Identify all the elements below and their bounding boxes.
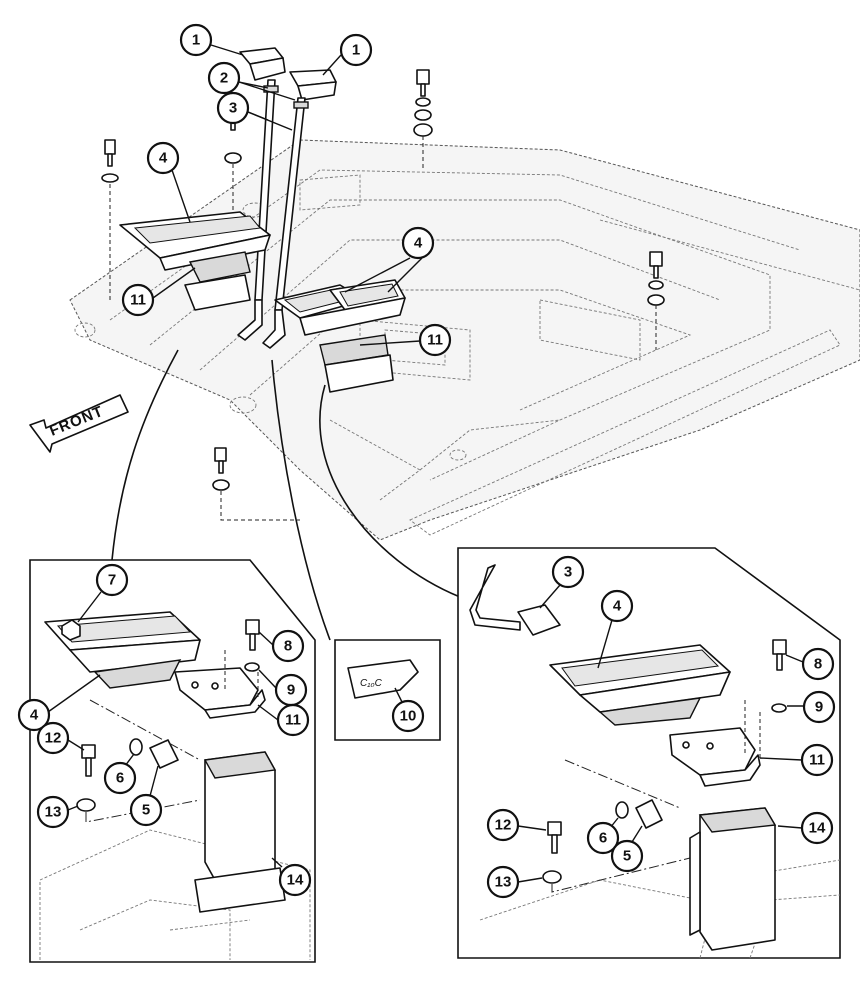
svg-text:4: 4: [414, 235, 423, 252]
callout-1-left: 1: [179, 23, 244, 57]
svg-text:4: 4: [159, 150, 168, 167]
svg-text:6: 6: [116, 770, 124, 787]
left-pedal-floor: [119, 211, 271, 311]
bracket-marking: C₁₀C: [360, 678, 383, 689]
svg-text:13: 13: [45, 804, 62, 821]
svg-text:5: 5: [623, 848, 631, 865]
callout-9-right: 9: [787, 690, 836, 724]
callout-3-top: 3: [216, 91, 293, 131]
svg-text:10: 10: [400, 708, 417, 725]
detail-view-right: [457, 547, 841, 959]
svg-text:6: 6: [599, 830, 607, 847]
callout-4-right: 4: [597, 589, 634, 669]
front-direction-arrow: FRONT: [29, 394, 129, 453]
callout-balloons: 1 1 2 3 4 11 4 11: [17, 23, 836, 899]
callout-5-left: 5: [129, 765, 163, 827]
callout-2: 2: [207, 61, 296, 101]
callout-4-top-center: 4: [344, 226, 435, 293]
callout-1-right: 1: [322, 33, 373, 76]
callout-12-left: 12: [36, 721, 85, 755]
svg-text:11: 11: [427, 332, 443, 349]
svg-text:3: 3: [229, 100, 237, 117]
svg-text:9: 9: [287, 682, 295, 699]
center-pedals-floor: [274, 279, 406, 393]
svg-text:4: 4: [613, 598, 622, 615]
callout-5-right: 5: [610, 825, 644, 873]
callout-6-left: 6: [103, 753, 137, 795]
detail-connector-curves: [111, 349, 461, 641]
detail-view-center: C₁₀C: [334, 639, 441, 741]
svg-text:9: 9: [815, 699, 823, 716]
callout-3-right: 3: [539, 555, 585, 609]
callout-13-right: 13: [486, 865, 543, 899]
svg-text:11: 11: [130, 292, 146, 309]
callout-8-left: 8: [258, 629, 305, 663]
svg-text:4: 4: [30, 707, 39, 724]
svg-text:8: 8: [814, 656, 822, 673]
svg-text:2: 2: [220, 70, 228, 87]
svg-text:11: 11: [809, 752, 825, 769]
callout-8-right: 8: [785, 647, 835, 681]
svg-text:8: 8: [284, 638, 292, 655]
callout-4-top-left: 4: [146, 141, 191, 223]
svg-text:3: 3: [564, 564, 572, 581]
callout-13-left: 13: [36, 795, 79, 829]
svg-text:13: 13: [495, 874, 512, 891]
callout-12-right: 12: [486, 808, 547, 842]
svg-text:12: 12: [495, 817, 512, 834]
svg-text:14: 14: [287, 872, 304, 889]
svg-text:1: 1: [192, 32, 200, 49]
callout-11-top-left: 11: [121, 267, 196, 317]
callout-11-left: 11: [257, 703, 310, 737]
callout-14-right: 14: [777, 811, 834, 845]
svg-text:1: 1: [352, 42, 360, 59]
svg-text:14: 14: [809, 820, 826, 837]
svg-text:7: 7: [108, 572, 116, 589]
callout-11-top-right: 11: [359, 323, 452, 357]
svg-text:11: 11: [285, 712, 301, 729]
svg-text:5: 5: [142, 802, 150, 819]
callout-7: 7: [77, 563, 129, 623]
detail-view-left: [29, 559, 316, 963]
callout-10: 10: [391, 687, 425, 733]
callout-6-right: 6: [586, 817, 620, 855]
callout-14-left: 14: [271, 857, 312, 897]
callout-4-left: 4: [17, 674, 101, 732]
callout-11-right: 11: [759, 743, 834, 777]
svg-text:12: 12: [45, 730, 62, 747]
floor-plate-assembly: [69, 139, 860, 541]
